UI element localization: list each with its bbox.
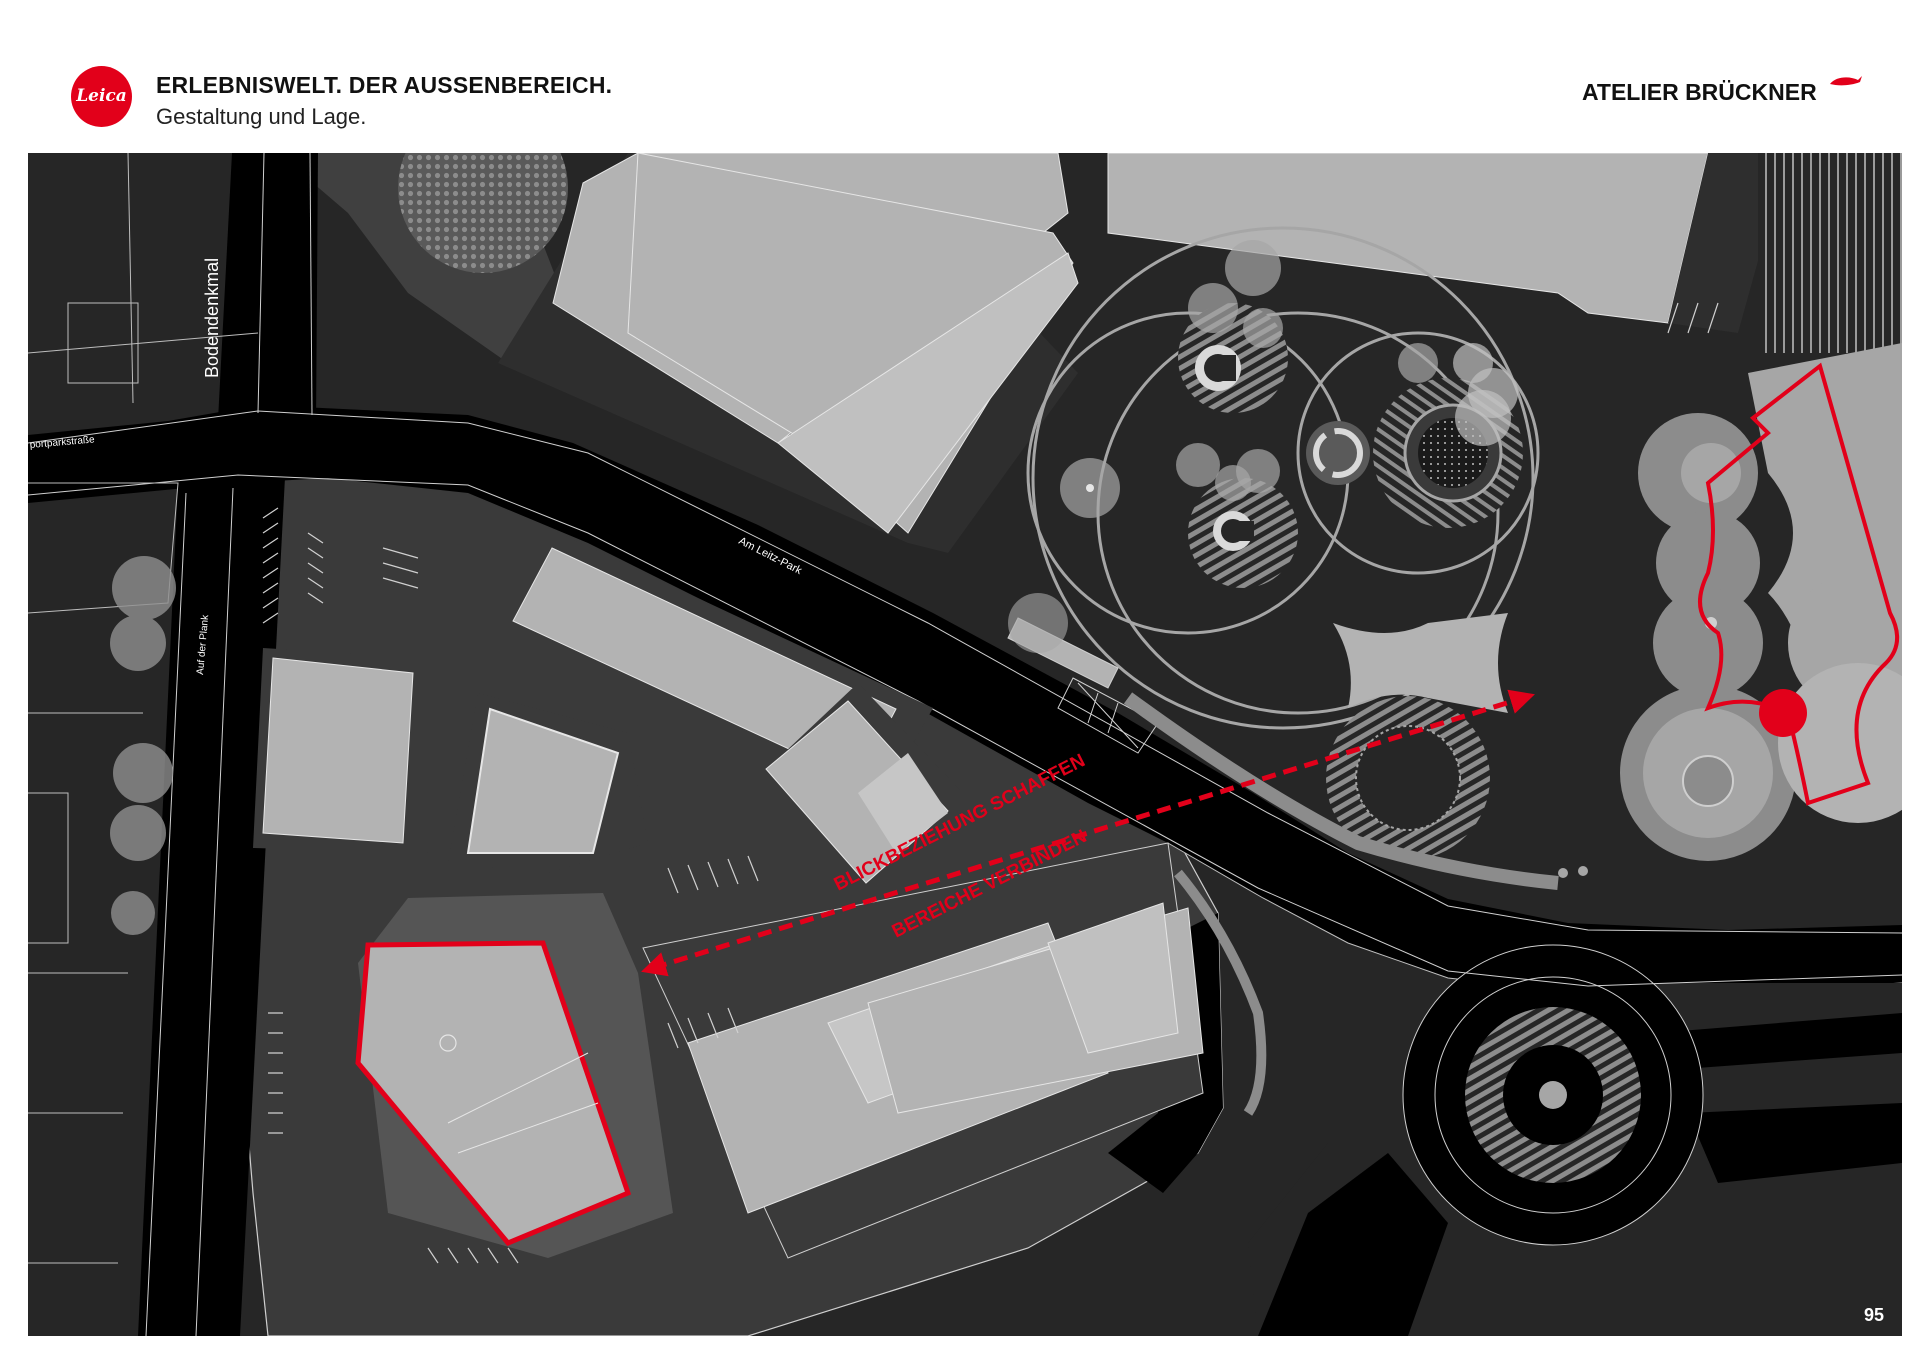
label-bodendenkmal: Bodendenkmal: [202, 258, 222, 378]
dotted-plaza: [398, 153, 568, 273]
highlight-building-left: [355, 940, 632, 1247]
fish-logo-icon: [1830, 76, 1862, 86]
page-subtitle: Gestaltung und Lage.: [156, 104, 367, 129]
right-buildings: [1620, 343, 1902, 861]
brand-name: ATELIER BRÜCKNER: [1582, 79, 1817, 105]
label-auf-der-plank: Auf der Plank: [195, 614, 211, 676]
highlight-outline-right: [1698, 362, 1899, 806]
page-number: 95: [1863, 1305, 1884, 1325]
page-title: ERLEBNISWELT. DER AUSSENBEREICH.: [156, 72, 613, 98]
trees: [110, 556, 176, 935]
upper-buildings: [498, 153, 1902, 553]
roundabout: [1465, 1007, 1641, 1183]
view-connection-arrow: [641, 689, 1535, 977]
highlight-marker: [1759, 689, 1807, 737]
leica-logo: Leica: [71, 66, 132, 127]
site-plan-map: Bodendenkmal portparkstraße Auf der Plan…: [28, 153, 1902, 1336]
